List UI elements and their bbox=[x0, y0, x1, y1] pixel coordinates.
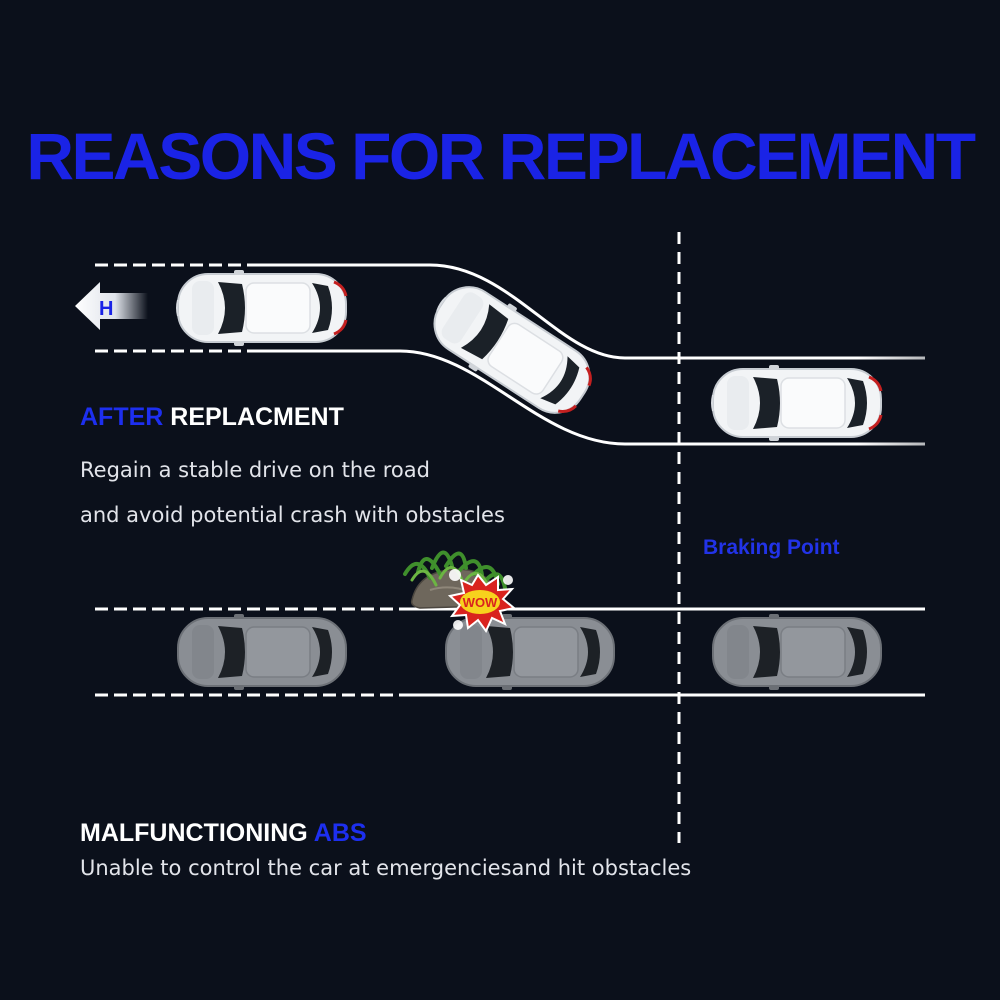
after-heading-rest: REPLACMENT bbox=[163, 403, 344, 431]
upper-lane-line-top bbox=[255, 263, 925, 360]
after-replacement-heading: AFTER REPLACMENT bbox=[80, 403, 344, 432]
malfunction-description: Unable to control the car at emergencies… bbox=[80, 856, 692, 880]
white-car-icon bbox=[710, 363, 883, 443]
braking-point-label: Braking Point bbox=[703, 536, 840, 559]
malfunction-heading-lead: MALFUNCTIONING bbox=[80, 819, 314, 847]
after-heading-accent: AFTER bbox=[80, 403, 164, 431]
arrow-letter: H bbox=[99, 298, 113, 320]
impact-text: WOW bbox=[463, 595, 498, 610]
gray-car-icon bbox=[712, 613, 882, 691]
white-car-icon bbox=[175, 268, 348, 348]
after-description-line-2: and avoid potential crash with obstacles bbox=[80, 503, 505, 527]
page-title: REASONS FOR REPLACEMENT bbox=[26, 119, 976, 193]
malfunction-heading: MALFUNCTIONING ABS bbox=[80, 819, 367, 848]
after-description-line-1: Regain a stable drive on the road bbox=[80, 458, 430, 482]
malfunction-heading-accent: ABS bbox=[313, 819, 367, 847]
impact-burst-icon: WOW bbox=[447, 569, 517, 633]
direction-arrow-icon: H bbox=[75, 282, 148, 330]
upper-lane-line-bottom bbox=[255, 349, 925, 446]
gray-car-icon bbox=[177, 613, 347, 691]
